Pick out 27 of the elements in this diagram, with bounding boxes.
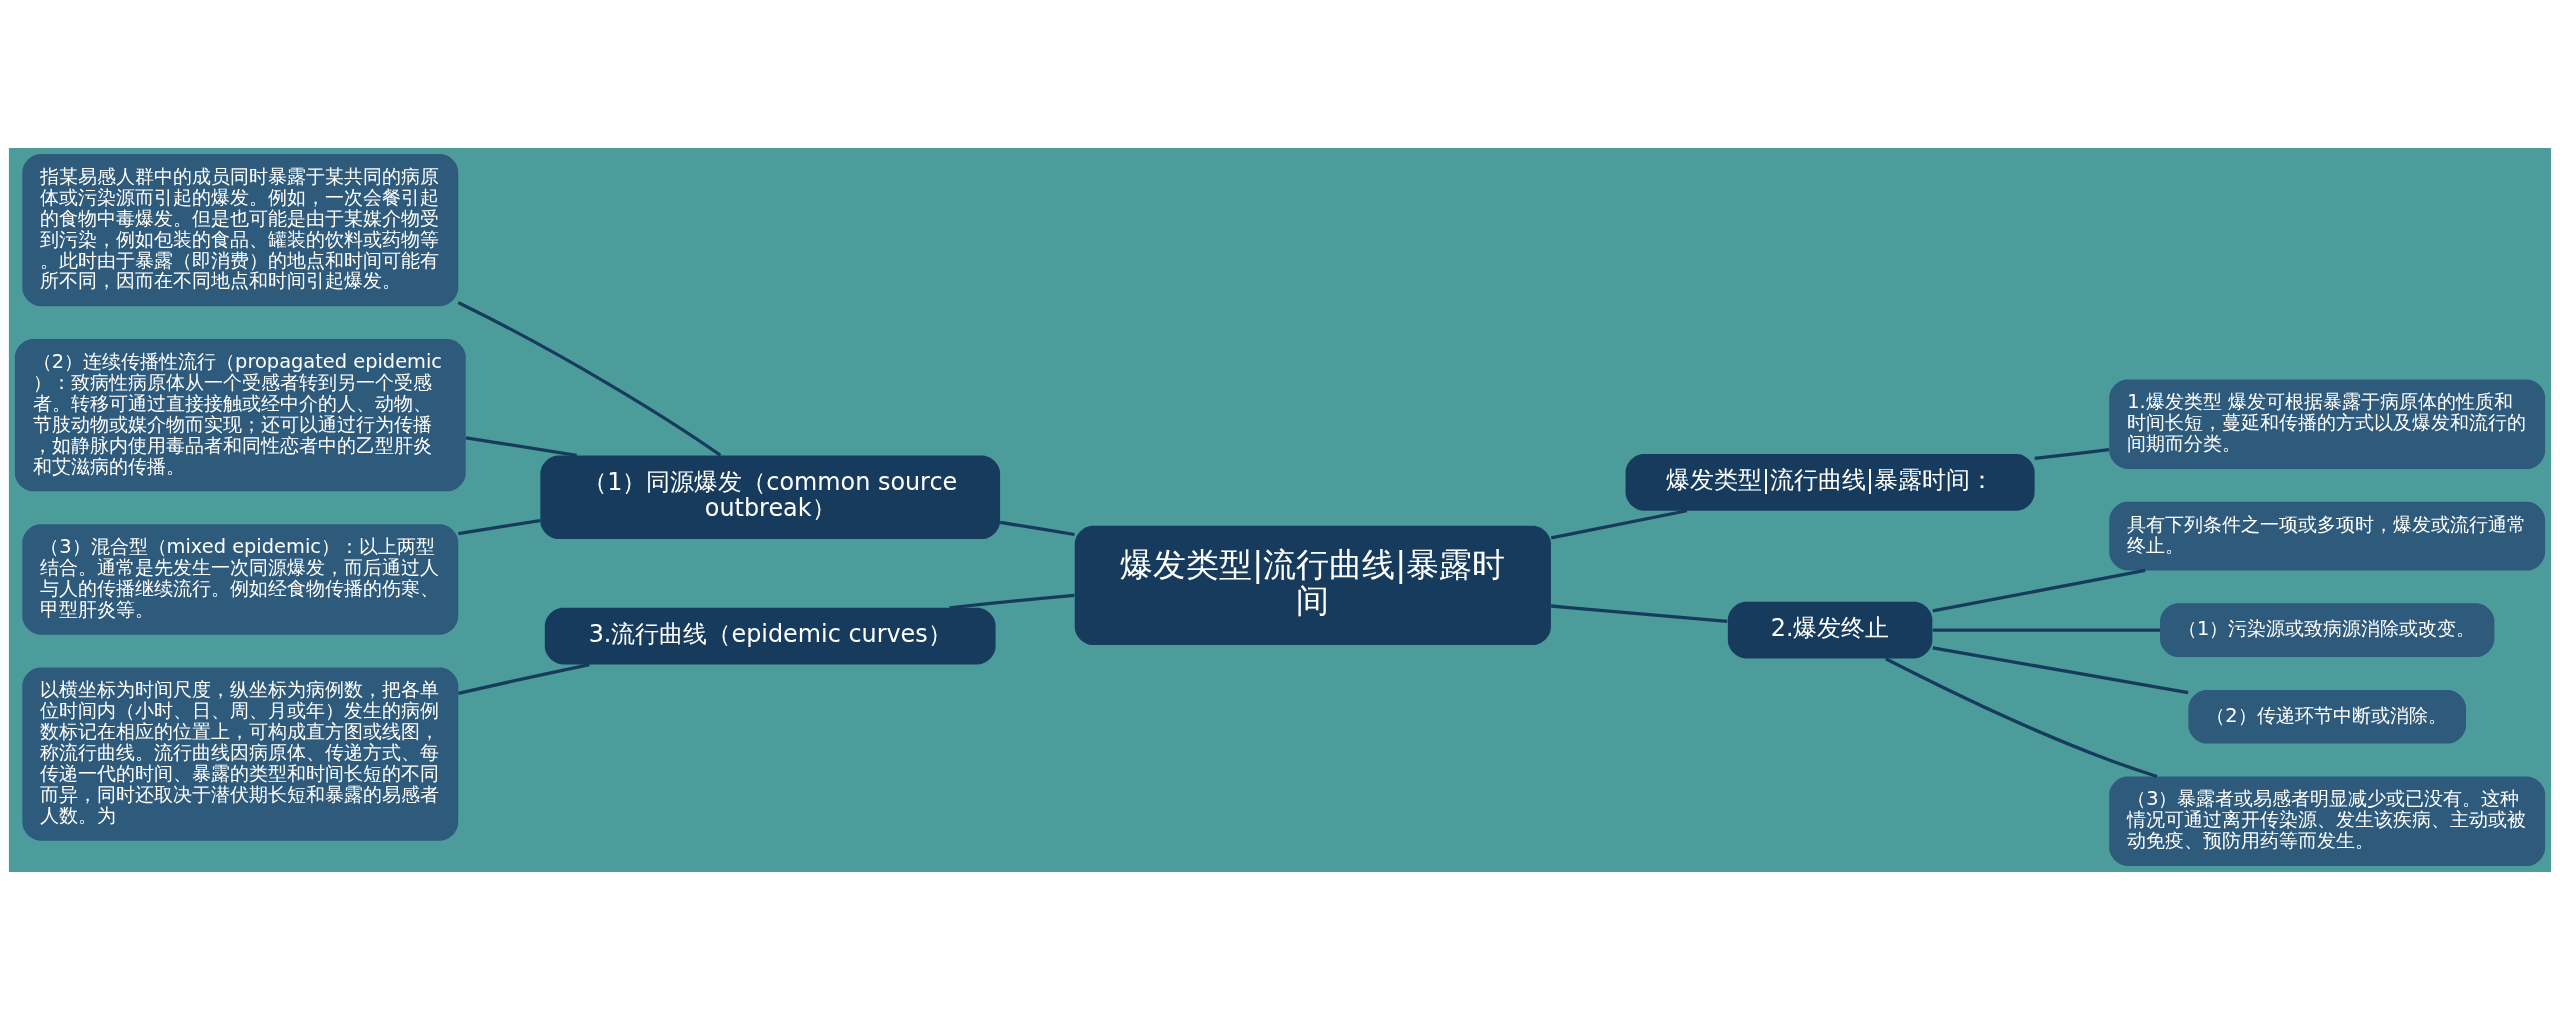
node-box: （1）同源爆发（common source outbreak） [540, 455, 1001, 539]
connector [1932, 628, 2160, 632]
node-box: 指某易感人群中的成员同时暴露于某共同的病原体或污染源而引起的爆发。例如，一次会餐引起的食物中毒爆发。但是也可能是由于某媒介物受到污染，例如包装的食品、罐装的饮料或药物等。此时由于暴露（即消费）的地点和时间可能有所不同，因而在不同地点和时间引起爆发。 [22, 153, 459, 306]
node-box: （2）传递环节中断或消除。 [2188, 689, 2466, 744]
node-box: 3.流行曲线（epidemic curves） [544, 607, 996, 664]
connector [1932, 568, 2146, 613]
connector [1551, 603, 1728, 623]
connector [1885, 656, 2158, 778]
connector [2034, 447, 2110, 460]
connector [949, 593, 1075, 609]
node-box: （2）连续传播性流行（propagated epidemic）：致病性病原体从一个受感者转到另一个受感者。转移可通过直接接触或经中介的人、动物、节肢动物或媒介物而实现；还可以通过行为传播，如静脉内使用毒品者和同性恋者中的乙型肝炎和艾滋病的传播。 [14, 338, 466, 491]
node-box: 具有下列条件之一项或多项时，爆发或流行通常终止。 [2109, 501, 2546, 570]
connector [1550, 508, 1688, 540]
node-box: 爆发类型|流行曲线|暴露时间： [1625, 453, 2035, 511]
node-box: 爆发类型|流行曲线|暴露时间 [1074, 525, 1551, 645]
connector [458, 662, 590, 695]
node-box: 以横坐标为时间尺度，纵坐标为病例数，把各单位时间内（小时、日、周、月或年）发生的病例数标记在相应的位置上，可构成直方图或线图，称流行曲线。流行曲线因病原体、传递方式、每传递一代的时间、暴露的类型和时间长短的不同而异，同时还取决于潜伏期长短和暴露的易感者人数。为 [22, 667, 459, 841]
connector [465, 435, 577, 457]
connector [458, 518, 541, 535]
node-box: （1）污染源或致病源消除或改变。 [2160, 602, 2495, 657]
node-box: （3）暴露者或易感者明显减少或已没有。这种情况可通过离开传染源、发生该疾病、主动或被动免疫、预防用药等而发生。 [2109, 775, 2546, 866]
connector [457, 300, 722, 457]
node-box: 1.爆发类型 爆发可根据暴露于病原体的性质和时间长短，蔓延和传播的方式以及爆发和流行的间期而分类。 [2109, 378, 2546, 469]
node-box: （3）混合型（mixed epidemic）：以上两型结合。通常是先发生一次同源爆发，而后通过人与人的传播继续流行。例如经食物传播的伤寒、甲型肝炎等。 [22, 523, 459, 635]
node-box: 2.爆发终止 [1727, 601, 1933, 659]
connector [999, 520, 1075, 536]
connector [1932, 645, 2189, 694]
